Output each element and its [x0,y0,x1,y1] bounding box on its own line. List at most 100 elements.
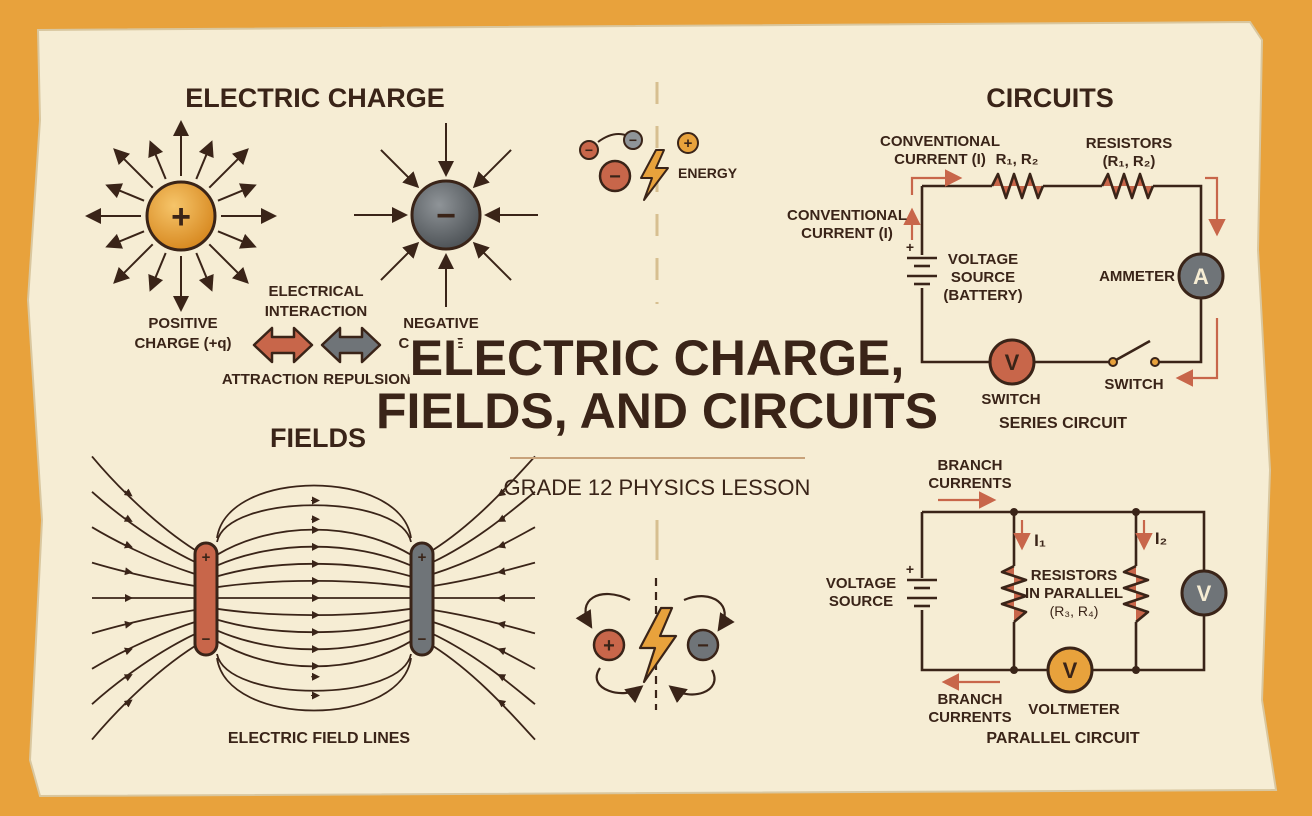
paper-background [26,20,1278,798]
branch-currents-bottom: BRANCH [938,691,1003,708]
field-lines-caption: ELECTRIC FIELD LINES [228,730,411,747]
interaction-label: ELECTRICAL [269,283,364,300]
ammeter-label: AMMETER [1099,268,1175,285]
outer-right-arrow [497,514,507,522]
parallel-junctions [1010,508,1140,674]
field-arc [216,504,412,543]
interaction-label-2: INTERACTION [265,303,368,320]
field-line-outer-left [91,561,196,587]
heading-electric-charge: ELECTRIC CHARGE [185,83,445,113]
ammeter [1177,252,1225,300]
repulsion-label: REPULSION [323,371,411,388]
field-line-outer-right [432,491,536,563]
field-line-outer-left [91,609,196,635]
interaction-negative-symbol: − [697,635,709,657]
field-line-outer-right [432,609,536,635]
outer-right-arrow [497,647,507,656]
positive-ray [208,148,249,189]
ammeter-symbol: A [1193,264,1209,289]
series-voltmeter [988,338,1036,386]
series-current-left-label: CONVENTIONAL [787,207,907,224]
branch-currents-bottom-2: CURRENTS [928,709,1011,726]
series-current-arrows [903,169,1226,387]
outer-right-arrow [497,488,507,497]
field-arc [216,653,412,692]
negative-charge-label-2: CHARGE [398,335,463,352]
series-voltmeter-symbol: V [1005,350,1020,375]
series-current-top-label-2: CURRENT (I) [894,151,986,168]
series-voltage-label: VOLTAGE [948,251,1018,268]
outer-right-arrow [497,699,507,708]
field-arc [216,657,412,712]
field-arc [216,484,412,539]
energy-minus-1: − [585,142,593,158]
positive-plate [193,541,219,657]
electric-field-lines [91,455,536,741]
field-line-outer-right [432,621,536,670]
main-title-line-1: ELECTRIC CHARGE, [410,330,904,386]
branch-currents-top-2: CURRENTS [928,475,1011,492]
field-line-outer-left [91,621,196,670]
negative-plate-minus: − [418,631,427,648]
negative-charge-symbol: − [436,197,456,235]
series-switch-left-label: SWITCH [981,391,1040,408]
outer-left-arrow [123,647,133,656]
branch-currents-top: BRANCH [938,457,1003,474]
heading-circuits: CIRCUITS [986,83,1114,113]
outer-left-arrow [123,540,133,549]
parallel-voltmeter-symbol: V [1063,658,1078,683]
energy-minus-2: − [629,132,637,148]
outer-left-arrow [124,620,133,629]
series-r-label: R₁, R₂ [996,151,1039,168]
i1-label: I₁ [1034,531,1046,550]
negative-charge-label: NEGATIVE [403,315,479,332]
parallel-battery [907,578,937,608]
main-title-line-2: FIELDS, AND CIRCUITS [376,383,938,439]
outer-left-arrow [123,699,133,708]
positive-plate-plus: + [202,549,211,566]
attraction-arrow [252,326,314,364]
parallel-side-voltmeter-symbol: V [1197,581,1212,606]
negative-charge [410,179,482,251]
outer-right-arrow [497,540,507,549]
series-battery [907,256,937,286]
energy-minus-3: − [609,166,621,188]
field-line-outer-left [91,645,196,741]
positive-ray [195,252,214,292]
positive-ray [195,140,214,180]
positive-charge-label: POSITIVE [148,315,217,332]
negative-ray [472,149,512,189]
interaction-negative [686,628,720,662]
negative-ray [472,241,512,281]
repulsion-arrow [320,326,382,364]
series-battery-plus: + [906,239,914,255]
parallel-resistors-label-2: IN PARALLEL [1025,585,1123,602]
negative-plate-plus: + [418,549,427,566]
title-block: ELECTRIC CHARGE, FIELDS, AND CIRCUITS GR… [371,326,942,501]
outer-left-arrow [124,567,133,576]
outer-right-arrow [497,567,506,576]
positive-ray [113,148,154,189]
positive-plate-minus: − [202,631,211,648]
interaction-positive-symbol: + [603,635,615,657]
negative-ray [380,241,420,281]
lightning-bolt-icon [638,606,678,684]
negative-field-rays [354,123,538,307]
series-resistors-label-2: (R₁, R₂) [1103,153,1156,170]
series-resistor-r1 [990,172,1045,200]
positive-field-rays [85,120,277,312]
voltmeter-label: VOLTMETER [1028,701,1120,718]
attraction-label: ATTRACTION [222,371,318,388]
positive-ray [217,183,257,202]
parallel-resistor-r4 [1122,564,1150,623]
outer-left-arrow [123,488,133,497]
energy-plus: + [684,135,693,152]
parallel-resistor-r3 [1000,564,1028,623]
outer-left-arrow [123,674,133,682]
field-line-outer-right [432,526,536,575]
subtitle: GRADE 12 PHYSICS LESSON [504,475,811,500]
series-resistor-r2 [1100,172,1155,200]
energy-label: ENERGY [678,165,738,181]
positive-ray [148,140,167,180]
